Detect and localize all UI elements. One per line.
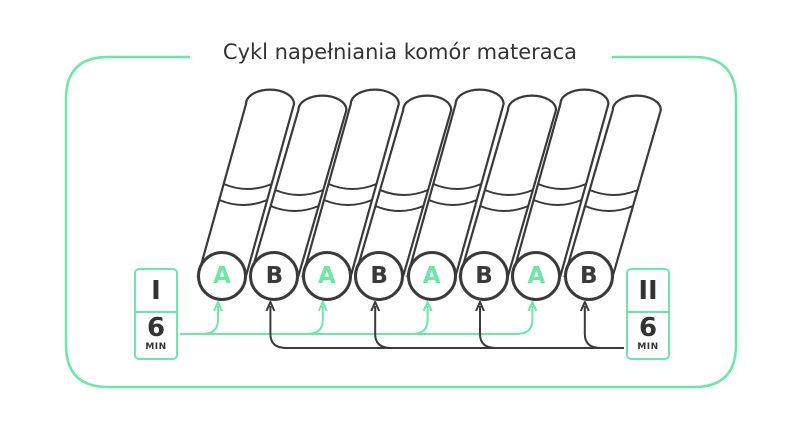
tube-band — [537, 183, 587, 190]
tube-body — [563, 94, 662, 278]
mattress-tube — [301, 88, 400, 278]
phase-two-unit: MIN — [637, 342, 659, 352]
arrow-to-b — [270, 306, 287, 349]
mattress-tube — [196, 88, 296, 278]
outer-frame — [64, 55, 738, 389]
tube-band — [432, 183, 482, 190]
tube-band — [223, 183, 273, 190]
arrow-to-a — [516, 306, 532, 335]
chamber-b: B — [249, 251, 300, 301]
mattress-tube — [353, 94, 453, 278]
tube-band — [533, 199, 582, 206]
diagram-title: Cykl napełniania komór materaca — [0, 40, 800, 64]
tube-body — [406, 88, 505, 278]
tube-body — [248, 94, 348, 278]
phase-two-divider — [628, 311, 668, 313]
tube-band — [218, 199, 268, 206]
tube-band — [589, 189, 639, 196]
phase-two-numeral: II — [638, 276, 658, 306]
tube-band — [328, 183, 377, 190]
phase-one-unit: MIN — [145, 342, 167, 352]
arrow-to-b — [480, 306, 497, 349]
tube-band — [584, 205, 634, 212]
tube-band — [379, 189, 429, 196]
arrow-to-a — [411, 306, 428, 335]
mattress-tube — [510, 88, 610, 278]
flow-arrows — [180, 306, 624, 349]
arrow-to-a — [306, 306, 323, 335]
tube-band — [479, 205, 529, 212]
tube-band — [323, 199, 373, 206]
arrow-to-b — [375, 306, 392, 349]
chamber-a: A — [406, 251, 457, 301]
mattress-tube — [248, 94, 348, 278]
phase-one-divider — [136, 311, 176, 313]
phase-one-box: I 6 MIN — [134, 268, 178, 360]
tube-band — [375, 205, 424, 212]
tube-body — [301, 88, 400, 278]
chamber-a: A — [301, 251, 352, 301]
mattress-tube — [458, 94, 558, 278]
tube-body — [353, 94, 453, 278]
tube-body — [458, 94, 558, 278]
mattress-tube — [563, 94, 662, 278]
arrow-to-b — [585, 306, 601, 349]
tube-band — [270, 205, 320, 212]
mattress-tubes — [196, 88, 662, 278]
tube-body — [196, 88, 296, 278]
arrow-to-a — [201, 306, 218, 335]
chamber-b: B — [459, 251, 509, 301]
mattress-tube — [406, 88, 505, 278]
phase-one-minutes: 6 — [146, 313, 166, 343]
chamber-a: A — [511, 251, 562, 301]
tube-band — [484, 189, 534, 196]
tube-body — [510, 88, 610, 278]
phase-one-numeral: I — [151, 276, 161, 306]
chamber-a: A — [197, 251, 247, 301]
chamber-b: B — [563, 251, 614, 301]
tube-band — [274, 189, 324, 196]
tube-band — [428, 199, 478, 206]
phase-two-minutes: 6 — [638, 313, 658, 343]
chamber-b: B — [354, 251, 405, 301]
phase-two-box: II 6 MIN — [626, 268, 670, 360]
